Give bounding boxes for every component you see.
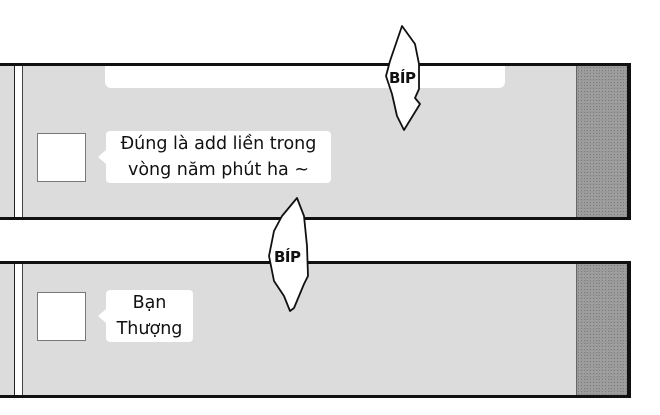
sfx-beep-upper: BÍP bbox=[382, 25, 432, 131]
burst-shape-icon bbox=[268, 197, 309, 312]
chat-screen-lower: Bạn Thượng bbox=[0, 261, 631, 398]
burst-shape-icon bbox=[385, 25, 421, 131]
avatar bbox=[37, 133, 86, 182]
chat-bubble: Bạn Thượng bbox=[98, 290, 193, 342]
chat-screen-upper: Đúng là add liền trong vòng năm phút ha … bbox=[0, 63, 631, 220]
screen-left-bezel bbox=[14, 264, 23, 395]
chat-bubble: Đúng là add liền trong vòng năm phút ha … bbox=[98, 131, 331, 183]
chat-message-line: Thượng bbox=[116, 319, 183, 339]
scroll-strip[interactable] bbox=[576, 264, 627, 395]
sfx-beep-lower: BÍP bbox=[264, 196, 314, 316]
sfx-text: BÍP bbox=[274, 248, 301, 266]
avatar bbox=[37, 292, 86, 341]
message-input-bar[interactable] bbox=[105, 66, 505, 88]
chat-message-line: Bạn bbox=[132, 293, 167, 313]
scroll-strip[interactable] bbox=[576, 66, 627, 217]
sfx-text: BÍP bbox=[389, 69, 416, 87]
screen-left-bezel bbox=[14, 66, 23, 217]
chat-message-line: Đúng là add liền trong bbox=[120, 134, 317, 154]
chat-message-line: vòng năm phút ha ~ bbox=[127, 160, 309, 180]
